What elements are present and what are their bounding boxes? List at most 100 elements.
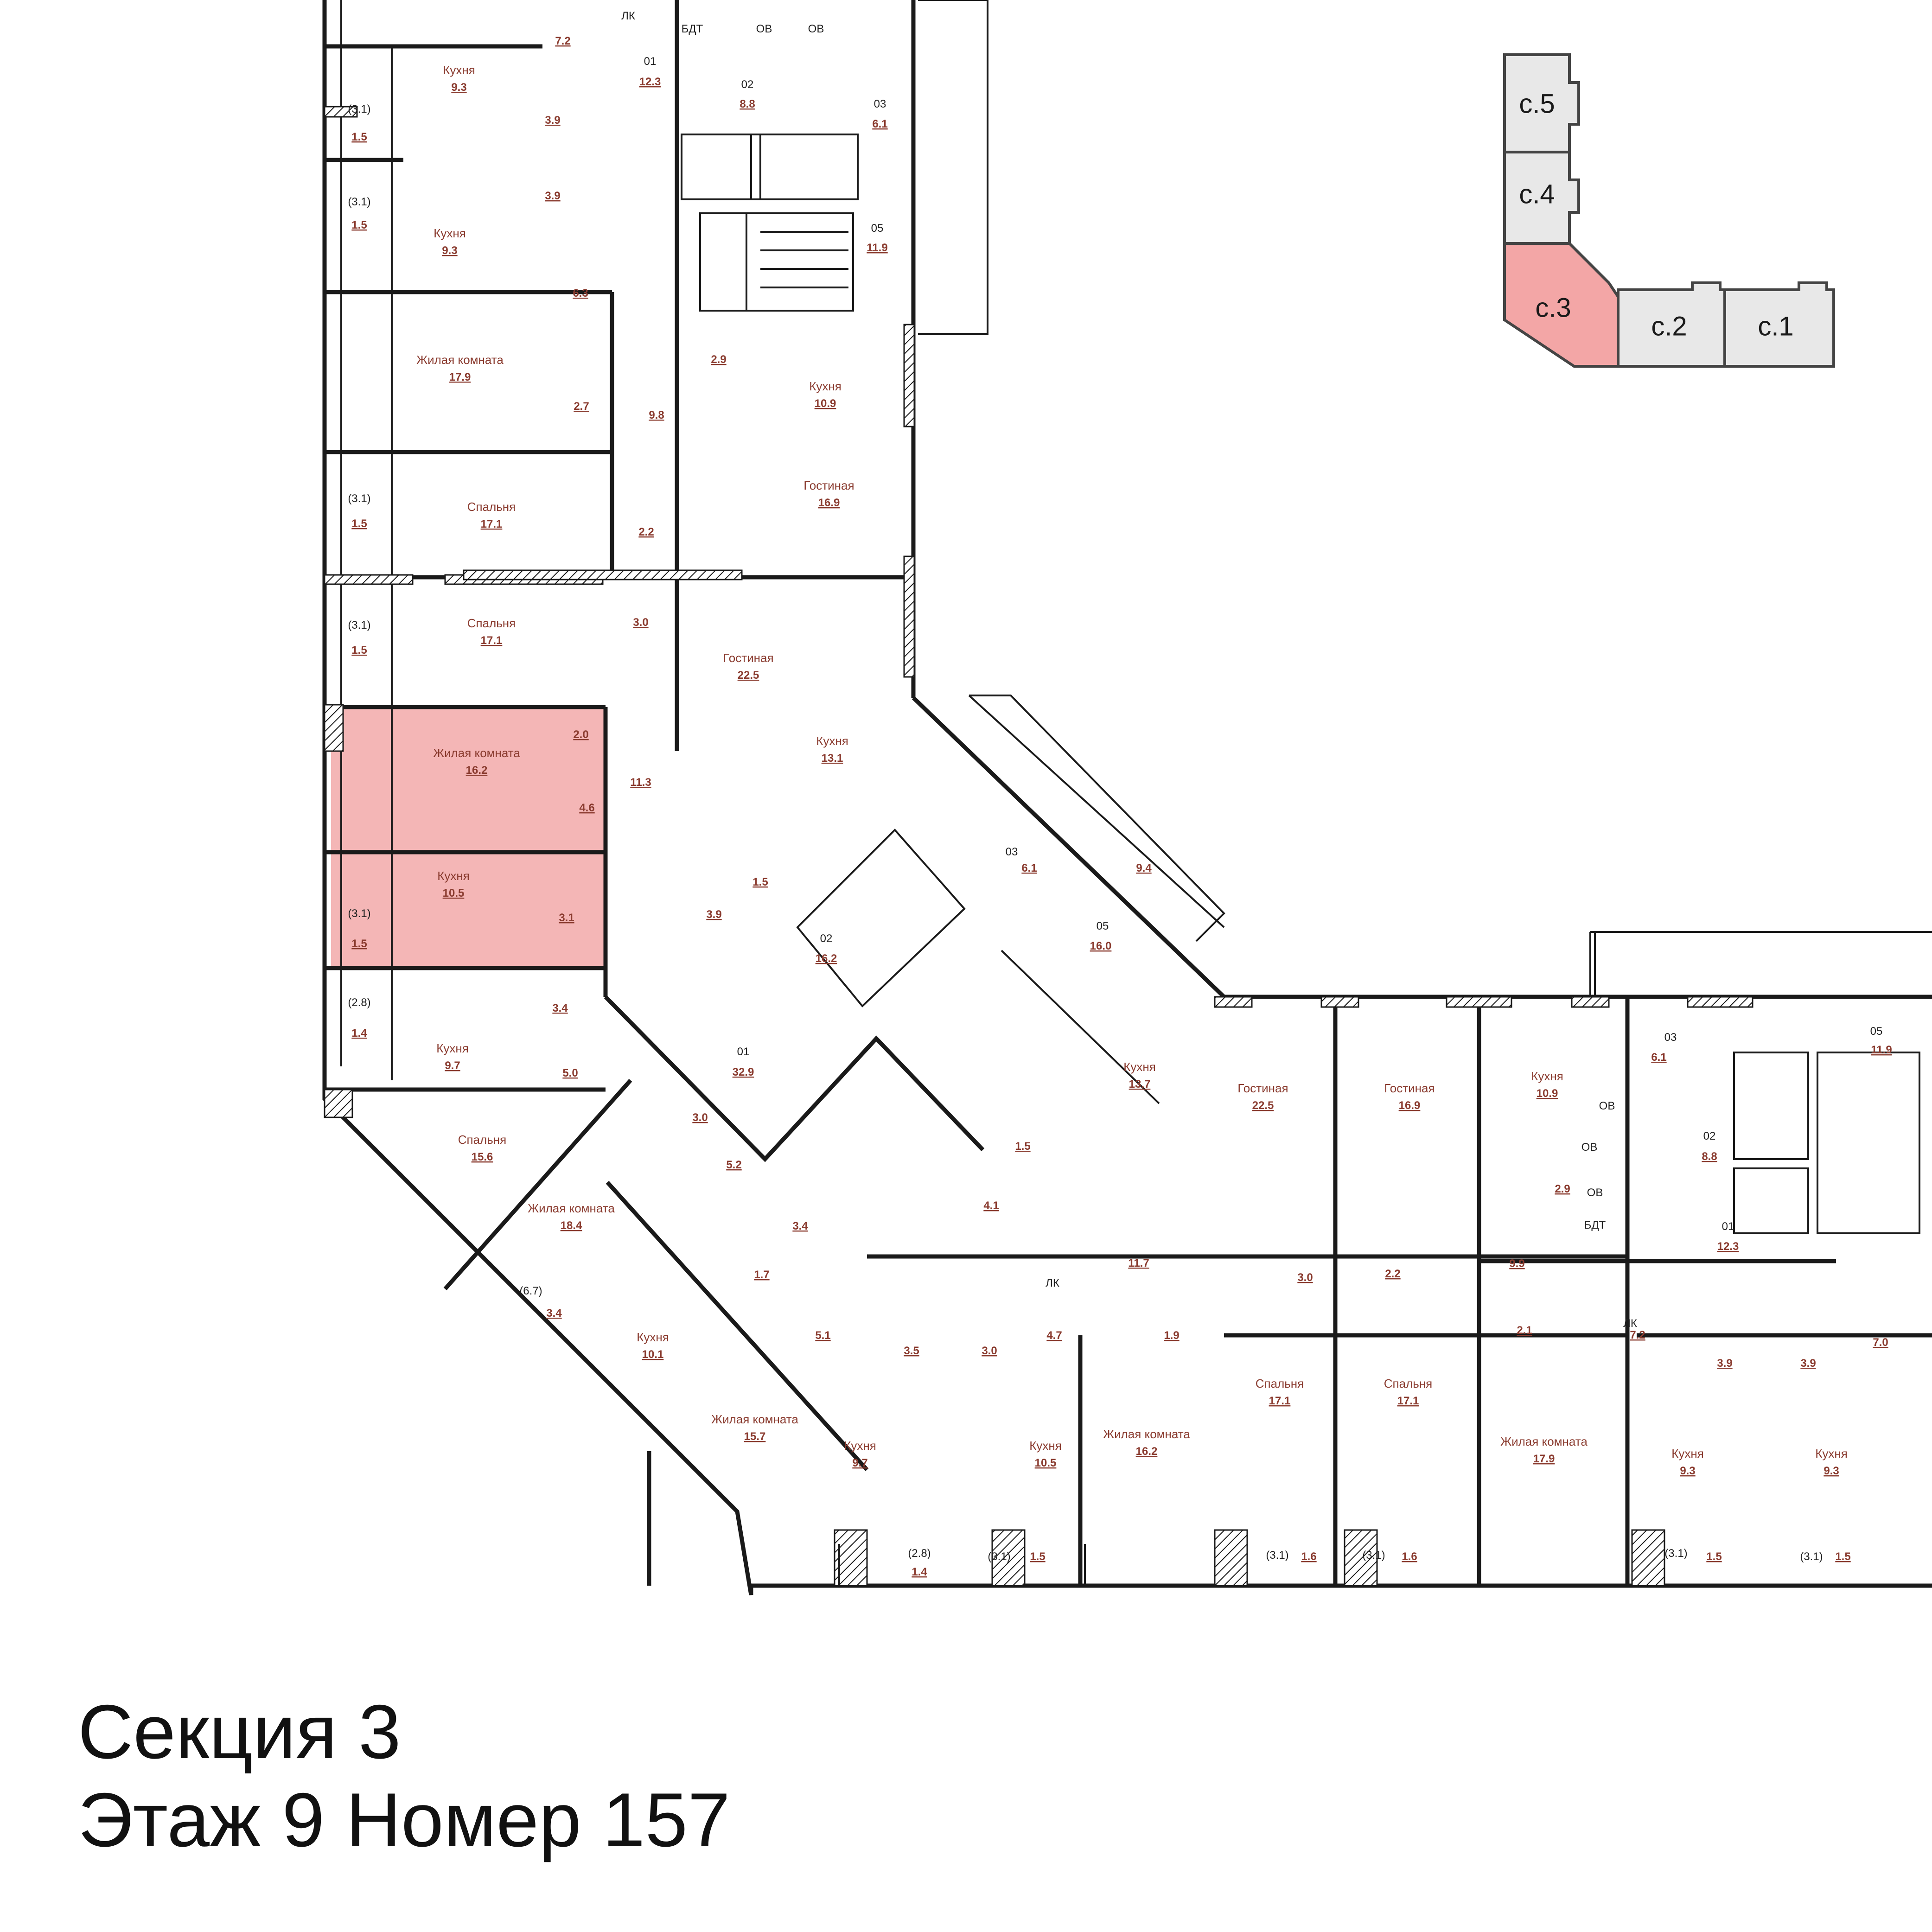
loggia-full: (3.1): [1800, 1550, 1823, 1563]
room-name: Жилая комната: [416, 353, 504, 367]
room-name: Спальня: [458, 1133, 506, 1147]
area-label: 2.9: [1555, 1183, 1570, 1195]
room-area: 16.9: [1399, 1099, 1421, 1112]
loggia-full: (3.1): [348, 196, 370, 208]
room-area: 18.4: [561, 1219, 582, 1232]
loggia-area: 1.5: [351, 937, 367, 950]
area-label: 2.0: [573, 728, 588, 741]
loggia-full: (3.1): [348, 103, 370, 115]
common-num: 01: [644, 55, 657, 68]
loggia-full: (3.1): [1266, 1549, 1288, 1562]
room-area: 15.6: [472, 1151, 493, 1163]
room-area: 17.1: [1397, 1395, 1419, 1407]
area-label: 2.2: [638, 526, 654, 538]
section-title: Секция 3: [78, 1689, 401, 1774]
balconies: [838, 0, 1932, 1586]
common-num: 02: [1703, 1130, 1716, 1142]
mark: ЛК: [1046, 1277, 1059, 1289]
area-label: 3.9: [545, 114, 560, 127]
common-num: 02: [820, 932, 833, 945]
area-labels: 7.2 3.9 3.9 6.3 2.7 9.8 2.9 2.2 3.0 2.0 …: [545, 35, 1888, 1370]
area-label: 4.1: [983, 1199, 999, 1212]
area-label: 7.2: [555, 35, 570, 47]
loggia-area: 1.5: [351, 644, 367, 657]
common-area: 12.3: [639, 76, 661, 88]
area-label: 5.2: [726, 1159, 741, 1171]
room-labels: Кухня 9.3 Кухня 9.3 Жилая комната 17.9 С…: [416, 63, 1848, 1477]
loggia-area: 1.5: [1706, 1550, 1722, 1563]
common-num: 01: [737, 1046, 750, 1058]
loggia-area: 1.5: [1030, 1550, 1045, 1563]
area-label: 3.9: [545, 190, 560, 202]
room-area: 15.7: [744, 1430, 766, 1443]
room-name: Кухня: [1123, 1060, 1156, 1074]
room-area: 10.5: [1035, 1457, 1057, 1469]
room-name: Жилая комната: [528, 1201, 615, 1215]
room-area: 9.3: [1824, 1465, 1839, 1477]
room-area: 22.5: [1252, 1099, 1274, 1112]
area-label: 3.0: [633, 616, 648, 629]
common-num: 03: [1664, 1031, 1677, 1044]
common-num: 01: [1722, 1220, 1734, 1233]
area-label: 11.7: [1128, 1257, 1149, 1269]
room-area: 10.9: [815, 397, 836, 410]
loggia-full: (3.1): [988, 1550, 1010, 1563]
common-area: 8.8: [740, 98, 755, 110]
area-label: 3.9: [1800, 1357, 1816, 1370]
room-name: Спальня: [467, 616, 516, 630]
room-area: 16.2: [1136, 1445, 1158, 1458]
mark: БДТ: [682, 23, 703, 35]
room-area: 22.5: [738, 669, 759, 682]
common-num: 02: [741, 78, 754, 91]
loggia-full: (3.1): [1664, 1547, 1687, 1560]
mark: ЛК: [1623, 1317, 1637, 1330]
loggia-area: 1.4: [351, 1027, 367, 1039]
area-label: 2.2: [1385, 1268, 1400, 1280]
room-name: Кухня: [434, 226, 466, 240]
mark: ЛК: [621, 10, 635, 22]
common-num: 05: [1097, 920, 1109, 932]
area-label: 5.0: [562, 1067, 578, 1079]
area-label: 3.1: [559, 912, 574, 924]
room-name: Кухня: [816, 734, 848, 748]
common-area: 16.2: [816, 952, 837, 965]
area-label: 3.9: [706, 908, 721, 921]
room-name: Кухня: [443, 63, 475, 77]
common-area: 6.1: [872, 118, 887, 130]
room-name: Кухня: [437, 869, 470, 883]
mark: ОВ: [756, 23, 772, 35]
common-num: 03: [1006, 846, 1018, 858]
key-label: с.2: [1651, 311, 1687, 341]
common-num: 05: [871, 222, 884, 235]
room-name: Спальня: [1256, 1377, 1304, 1390]
apartment-highlight[interactable]: [331, 707, 606, 968]
caption: Секция 3 Этаж 9 Номер 157: [78, 1688, 730, 1864]
room-area: 9.3: [451, 81, 466, 94]
area-label: 1.5: [1015, 1140, 1030, 1153]
key-section-1[interactable]: [1723, 281, 1835, 368]
room-name: Спальня: [467, 500, 516, 514]
mark: ОВ: [1599, 1100, 1615, 1112]
loggia-area: 1.5: [1835, 1550, 1850, 1563]
key-section-2[interactable]: [1617, 281, 1726, 368]
area-label: 6.3: [573, 287, 588, 300]
mark: ОВ: [1587, 1186, 1603, 1199]
room-area: 13.7: [1129, 1078, 1151, 1090]
common-area: 11.9: [1871, 1044, 1892, 1056]
area-label: 11.3: [630, 776, 651, 789]
room-name: Кухня: [637, 1330, 669, 1344]
horizontal-wing: [751, 931, 1932, 1588]
loggia-area: 1.4: [912, 1566, 927, 1578]
floor-apartment-title: Этаж 9 Номер 157: [78, 1777, 730, 1862]
loggia-full: (6.7): [519, 1285, 542, 1297]
room-name: Кухня: [1531, 1069, 1563, 1083]
room-area: 13.1: [822, 752, 843, 765]
loggia-full: (3.1): [348, 619, 370, 631]
loggia-area: 1.5: [351, 219, 367, 231]
room-name: Гостиная: [803, 478, 854, 492]
area-label: 3.5: [904, 1345, 919, 1357]
key-label: с.1: [1758, 311, 1793, 341]
loggia-full: (3.1): [348, 907, 370, 920]
area-label: 4.7: [1046, 1329, 1062, 1342]
